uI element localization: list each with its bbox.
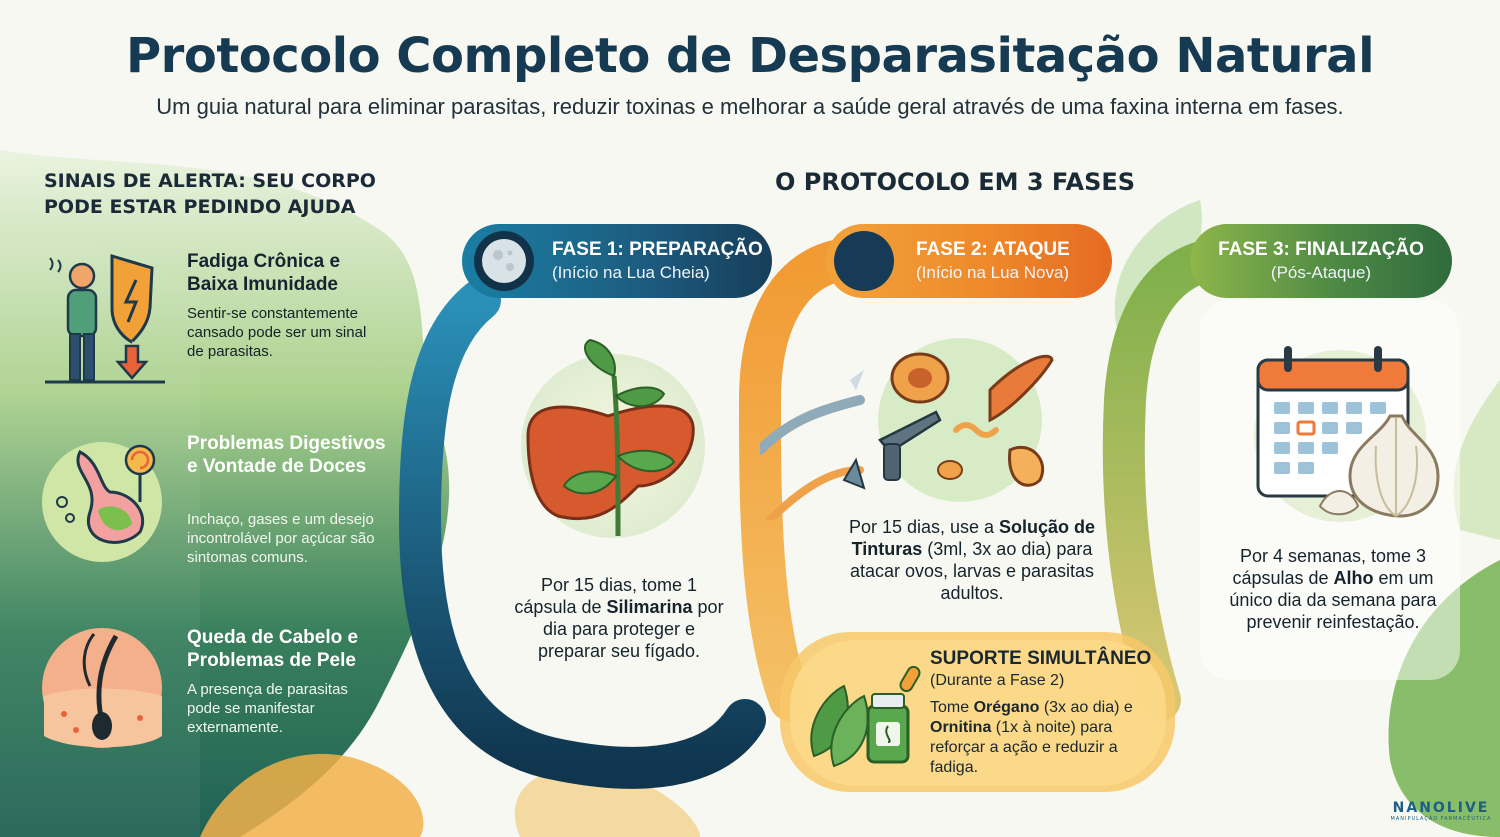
- phase-text: Por 4 semanas, tome 3 cápsulas de: [1232, 546, 1427, 588]
- page-title: Protocolo Completo de Desparasitação Nat…: [125, 28, 1375, 84]
- support-subtitle: (Durante a Fase 2): [930, 672, 1065, 689]
- phase-highlight: Solução de Tinturas: [851, 517, 1096, 559]
- alert-item-body: Inchaço, gases e um desejo incontrolável…: [187, 511, 375, 566]
- fatigue-shield-icon: [40, 250, 170, 390]
- alert-item-title: Queda de Cabelo e Problemas de Pele: [187, 627, 359, 671]
- alert-item-title: Fadiga Crônica e Baixa Imunidade: [187, 251, 341, 295]
- phase-subtitle: (Início na Lua Nova): [916, 263, 1070, 282]
- support-highlight: Ornitina: [930, 719, 992, 736]
- liver-plant-icon: [521, 338, 705, 538]
- brand-logo: NANOLIVE MANIPULAÇÃO FARMACÊUTICA: [1388, 800, 1494, 832]
- phase-title: FASE 1: PREPARAÇÃO: [552, 239, 763, 260]
- support-card: SUPORTE SIMULTÂNEO (Durante a Fase 2) To…: [780, 632, 1170, 792]
- phase-text: (3ml, 3x ao dia) para atacar ovos, larva…: [849, 539, 1095, 603]
- calendar-garlic-icon: [1254, 346, 1440, 522]
- new-moon-icon: [834, 231, 894, 291]
- phase-subtitle: (Pós-Ataque): [1270, 263, 1372, 282]
- support-description: Tome Orégano (3x ao dia) e Ornitina (1x …: [930, 698, 1160, 778]
- brand-name: NANOLIVE: [1392, 800, 1490, 816]
- support-title: SUPORTE SIMULTÂNEO: [930, 648, 1152, 669]
- protocol-title: O protocolo em 3 fases: [775, 168, 1136, 196]
- support-text: (3x ao dia) e: [1039, 699, 1133, 716]
- phase-2-header: FASE 2: ATAQUE (Início na Lua Nova): [826, 224, 1112, 298]
- phase-title: FASE 3: FINALIZAÇÃO: [1218, 239, 1424, 260]
- phase-title: FASE 2: ATAQUE: [916, 239, 1070, 260]
- phase-highlight: Alho: [1333, 568, 1374, 588]
- full-moon-icon: [474, 231, 534, 291]
- hair-skin-icon: [40, 626, 170, 766]
- parasites-attack-icon: [760, 338, 1054, 520]
- phase-text: Por 15 dias, tome 1 cápsula de: [514, 575, 698, 617]
- alert-item-body: A presença de parasitas pode se manifest…: [187, 681, 348, 736]
- phase-highlight: Silimarina: [606, 597, 693, 617]
- brand-tagline: MANIPULAÇÃO FARMACÊUTICA: [1390, 816, 1492, 822]
- phase-text: em um único dia da semana para prevenir …: [1229, 568, 1437, 632]
- support-highlight: Orégano: [973, 699, 1040, 716]
- phase-1-header: FASE 1: PREPARAÇÃO (Início na Lua Cheia): [462, 224, 772, 298]
- phase-1-description: Por 15 dias, tome 1 cápsula de Silimarin…: [514, 574, 724, 662]
- phase-text: Por 15 dias, use a: [848, 517, 1000, 537]
- stomach-candy-icon: [40, 432, 170, 572]
- alert-item-title: Problemas Digestivos e Vontade de Doces: [187, 433, 386, 477]
- phase-3-header: FASE 3: FINALIZAÇÃO (Pós-Ataque): [1190, 224, 1452, 298]
- support-text: Tome: [930, 699, 974, 716]
- phase-text: por dia para proteger e preparar seu fíg…: [537, 597, 724, 661]
- herbs-bottle-icon: [810, 665, 921, 768]
- phase-2-description: Por 15 dias, use a Solução de Tinturas (…: [848, 516, 1096, 604]
- phase-3-description: Por 4 semanas, tome 3 cápsulas de Alho e…: [1218, 545, 1448, 633]
- alert-item-body: Sentir-se constantemente cansado pode se…: [187, 305, 367, 360]
- page-subtitle: Um guia natural para eliminar parasitas,…: [156, 94, 1344, 119]
- phase-subtitle: (Início na Lua Cheia): [552, 263, 710, 282]
- support-text: (1x à noite) para reforçar a ação e redu…: [930, 719, 1118, 776]
- alerts-title: Sinais de alerta: seu corpo pode estar p…: [44, 170, 376, 218]
